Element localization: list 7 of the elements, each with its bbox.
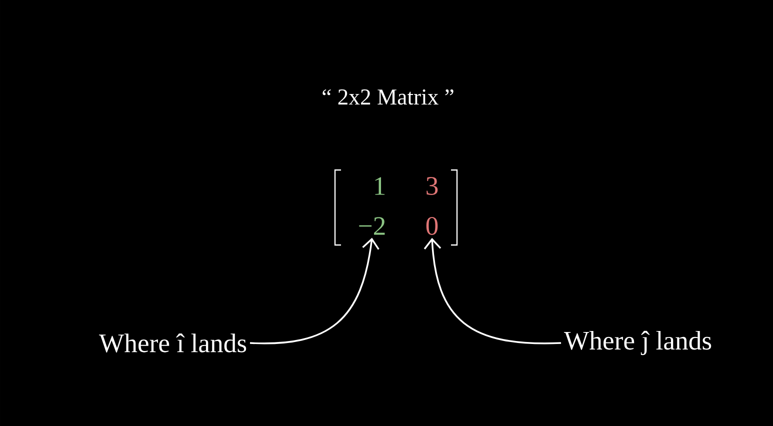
matrix-column: 1 −2: [359, 177, 385, 235]
title: “ 2x2 Matrix ”: [322, 89, 454, 105]
arrow: [424, 238, 562, 344]
caption-text: Where î lands: [98, 334, 246, 352]
arrow: [250, 238, 380, 344]
matrix-column: 3 0: [426, 177, 438, 235]
caption-text: Where ĵ lands: [564, 330, 712, 356]
